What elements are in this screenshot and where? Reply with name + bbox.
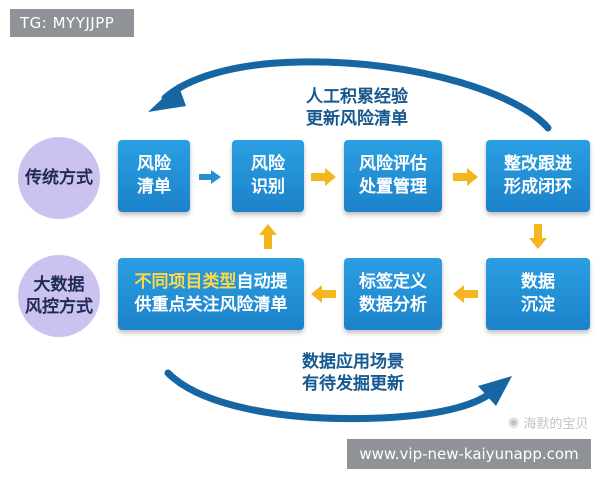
bigdata-method-label-1: 大数据 (33, 275, 85, 295)
step-auto-list: 不同项目类型自动提 供重点关注风险清单 (118, 258, 304, 330)
bottom-arc-caption-line1: 数据应用场景 (302, 352, 404, 372)
step-label-analysis-line1: 标签定义 (359, 272, 427, 292)
step-rectify-line1: 整改跟进 (504, 154, 572, 174)
step-auto-list-line1-rest: 自动提 (236, 272, 288, 292)
bottom-arc-caption-line2: 有待发掘更新 (302, 374, 404, 394)
top-arc-arrowhead (148, 84, 186, 112)
top-arc-caption: 人工积累经验 更新风险清单 (292, 86, 422, 130)
watermark: ◉ 海默的宝贝 (508, 413, 588, 432)
bottom-arc-caption: 数据应用场景 有待发掘更新 (288, 351, 418, 395)
weibo-logo-icon: ◉ (508, 415, 520, 430)
step-data-settle: 数据 沉淀 (486, 258, 590, 330)
step-label-analysis: 标签定义 数据分析 (344, 258, 442, 330)
bottom-arc-arrowhead (478, 376, 512, 406)
step-risk-identify-line1: 风险 (251, 154, 285, 174)
step-auto-list-line1: 不同项目类型自动提 (135, 271, 288, 294)
step-auto-list-line2: 供重点关注风险清单 (134, 295, 288, 315)
step-risk-assess-line1: 风险评估 (359, 154, 427, 174)
traditional-method-circle: 传统方式 (18, 137, 100, 219)
watermark-text: 海默的宝贝 (523, 417, 589, 432)
top-left-tag: TG: MYYJJPP (10, 9, 134, 37)
step-label-analysis-line2: 数据分析 (359, 295, 427, 315)
arrow-auto-to-identify-icon (259, 224, 277, 249)
top-arc-caption-line1: 人工积累经验 (306, 87, 408, 107)
step-risk-assess: 风险评估 处置管理 (344, 140, 442, 212)
step-risk-list: 风险 清单 (118, 140, 190, 212)
step-rectify-line2: 形成闭环 (504, 177, 572, 197)
step-data-settle-line2: 沉淀 (521, 295, 555, 315)
traditional-method-label: 传统方式 (25, 168, 93, 188)
arrow-settle-to-label-icon (453, 285, 478, 303)
step-risk-list-line1: 风险 (137, 154, 171, 174)
bigdata-method-circle: 大数据 风控方式 (18, 255, 100, 337)
arrow-identify-to-assess-icon (311, 168, 336, 186)
step-risk-list-line2: 清单 (137, 177, 171, 197)
top-arc (161, 58, 552, 132)
url-banner[interactable]: www.vip-new-kaiyunapp.com (347, 439, 591, 469)
step-rectify: 整改跟进 形成闭环 (486, 140, 590, 212)
bigdata-method-label-2: 风控方式 (25, 297, 93, 317)
top-arc-caption-line2: 更新风险清单 (306, 109, 408, 129)
arrow-label-to-auto-icon (311, 285, 336, 303)
step-data-settle-line1: 数据 (521, 272, 555, 292)
step-auto-list-highlight: 不同项目类型 (134, 272, 237, 292)
arrow-list-to-identify-icon (199, 170, 221, 184)
arrow-assess-to-rectify-icon (453, 168, 478, 186)
step-risk-identify: 风险 识别 (232, 140, 304, 212)
step-risk-identify-line2: 识别 (251, 177, 285, 197)
bottom-arc (164, 369, 496, 423)
arrow-rectify-to-settle-icon (529, 224, 547, 249)
step-risk-assess-line2: 处置管理 (359, 177, 427, 197)
